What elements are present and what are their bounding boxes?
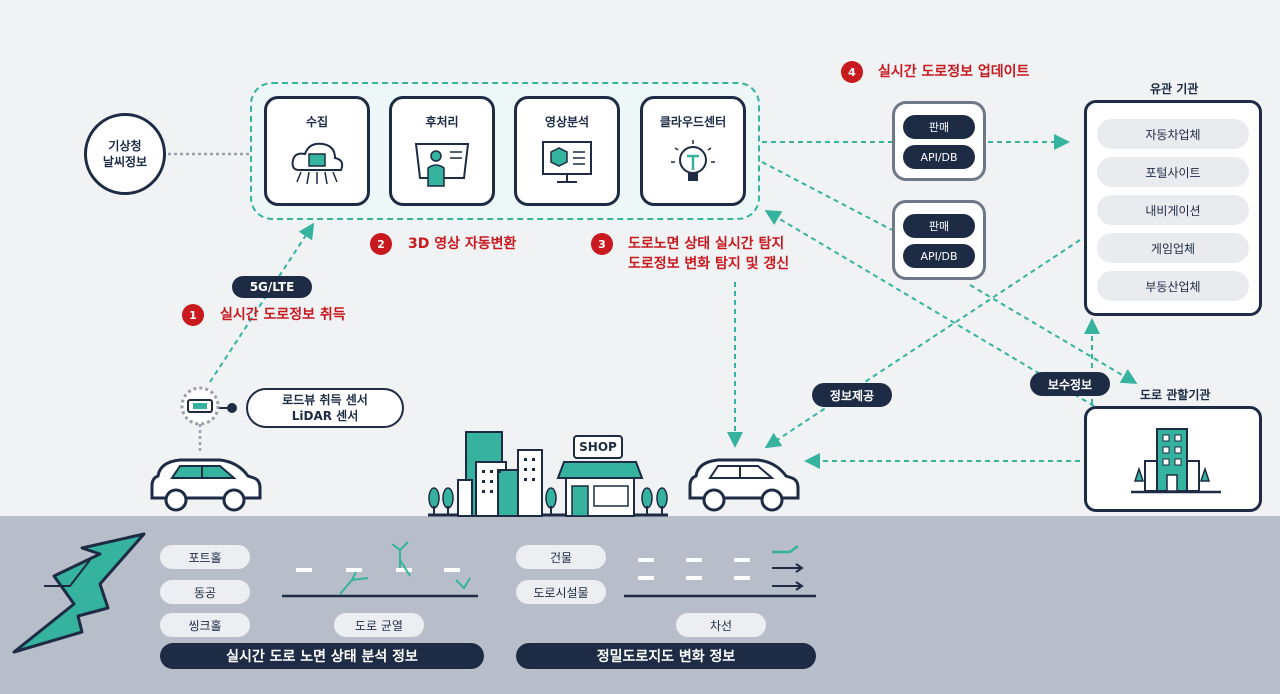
pipeline-card-collect: 수집 [264, 96, 370, 206]
weather-line-2: 날씨정보 [102, 155, 148, 169]
surface-analysis-bar: 실시간 도로 노면 상태 분석 정보 [160, 643, 484, 669]
pipeline-card-label: 수집 [305, 115, 329, 129]
org-item: 내비게이션 [1097, 195, 1249, 225]
org-item: 부동산업체 [1097, 271, 1249, 301]
step-4-label: 실시간 도로정보 업데이트 [878, 64, 1030, 80]
org-item: 자동차업체 [1097, 119, 1249, 149]
sensor-camera-icon [180, 386, 220, 426]
related-orgs-box: 자동차업체 포털사이트 내비게이션 게임업체 부동산업체 [1084, 100, 1262, 316]
survey-car-icon [150, 458, 262, 512]
weather-line-1: 기상청 [108, 139, 142, 153]
step-2-badge: 2 [370, 233, 392, 255]
pipeline-card-cloud: 클라우드센터 [640, 96, 746, 206]
step-2-label: 3D 영상 자동변환 [408, 236, 517, 252]
surface-item: 포트홀 [160, 545, 250, 569]
step-3-line-2: 도로정보 변화 탐지 및 갱신 [628, 256, 790, 272]
upload-arrow [209, 222, 315, 383]
step-3-label: 도로노면 상태 실시간 탐지 도로정보 변화 탐지 및 갱신 [628, 234, 789, 274]
pipeline-card-label: 클라우드센터 [659, 115, 727, 129]
sales-api-db-box-2: 판매 API/DB [892, 200, 986, 280]
lane-diagram [624, 545, 816, 598]
api-db-label: API/DB [903, 145, 975, 169]
receiving-car-icon [688, 458, 800, 512]
step-4-badge: 4 [841, 61, 863, 83]
city-buildings-icon [428, 431, 668, 517]
info-provide-tag: 정보제공 [812, 383, 892, 407]
lightbulb-icon [671, 140, 715, 181]
shop-sign: SHOP [579, 440, 617, 454]
orgs-title: 유관 기관 [1150, 82, 1199, 96]
crack-diagram [282, 541, 478, 598]
sales-api-db-box-1: 판매 API/DB [892, 101, 986, 181]
step-1-label: 실시간 도로정보 취득 [220, 307, 346, 323]
pipeline-card-postprocess: 후처리 [389, 96, 495, 206]
lane-label: 차선 [676, 613, 766, 637]
hdmap-item: 건물 [516, 545, 606, 569]
sensor-label: 로드뷰 취득 센서 LiDAR 센서 [246, 388, 404, 428]
crack-label: 도로 균열 [334, 613, 424, 637]
hdmap-change-bar: 정밀도로지도 변화 정보 [516, 643, 816, 669]
pipeline-card-analysis: 영상분석 [514, 96, 620, 206]
road-authority-box [1084, 406, 1262, 512]
pipeline-card-label: 후처리 [425, 115, 459, 129]
hdmap-item: 도로시설물 [516, 580, 606, 604]
sales-label: 판매 [903, 214, 975, 238]
government-building-icon [1131, 428, 1221, 494]
pipeline-card-label: 영상분석 [544, 115, 590, 129]
road-crack-icon [12, 532, 146, 654]
surface-item: 씽크홀 [160, 613, 250, 637]
repair-info-tag: 보수정보 [1030, 372, 1110, 396]
sensor-line-2: LiDAR 센서 [291, 409, 359, 423]
surface-item: 동공 [160, 580, 250, 604]
sensor-line-1: 로드뷰 취득 센서 [282, 393, 368, 407]
touchscreen-user-icon [414, 143, 470, 187]
org-item: 게임업체 [1097, 233, 1249, 263]
cloud-chip-icon [291, 142, 344, 185]
road-authority-title: 도로 관할기관 [1140, 388, 1211, 402]
monitor-cube-icon [542, 141, 592, 183]
api-db-label: API/DB [903, 244, 975, 268]
org-item: 포털사이트 [1097, 157, 1249, 187]
step-3-line-1: 도로노면 상태 실시간 탐지 [628, 236, 785, 252]
sales-label: 판매 [903, 115, 975, 139]
network-badge: 5G/LTE [232, 276, 312, 298]
step-1-badge: 1 [182, 304, 204, 326]
step-3-badge: 3 [591, 233, 613, 255]
